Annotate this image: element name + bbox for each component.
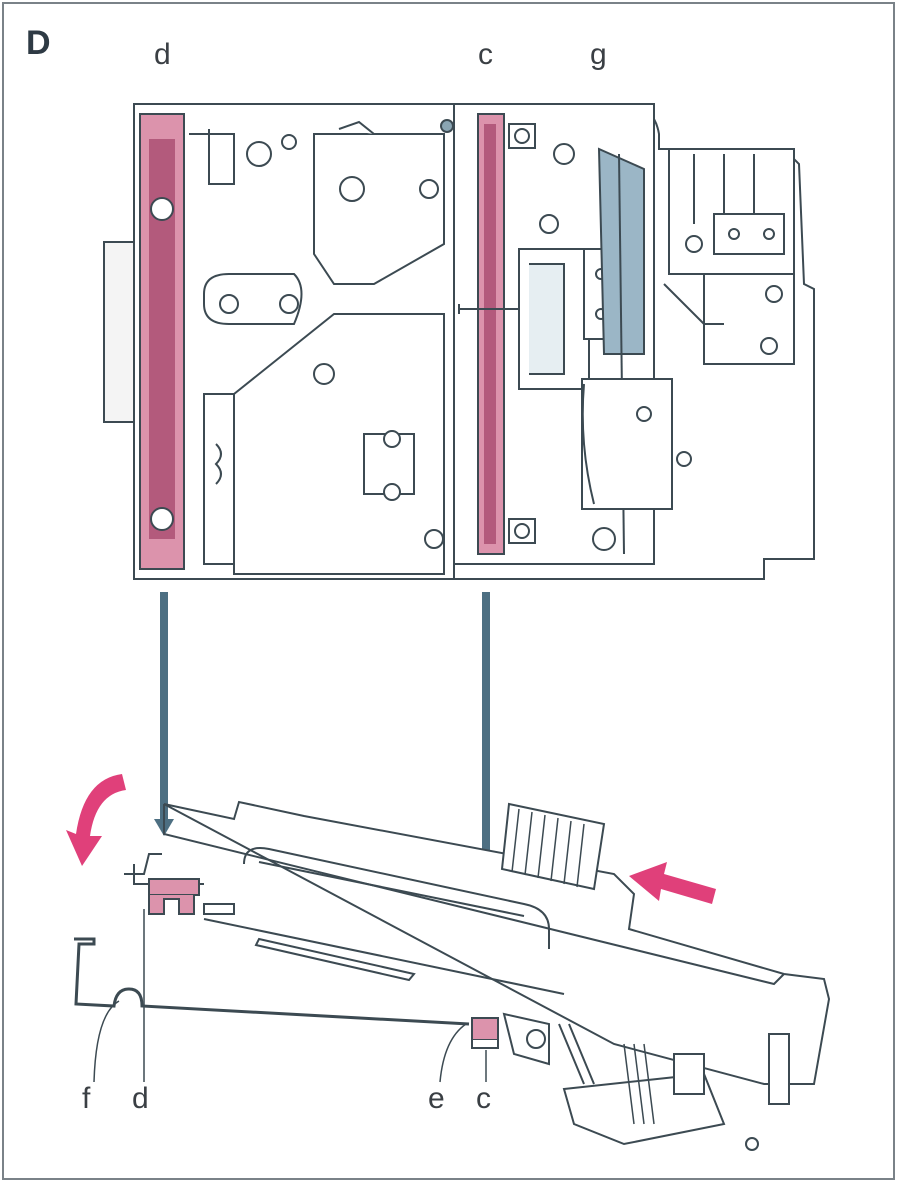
rotate-arrow <box>66 774 126 866</box>
arrow-c-shaft <box>482 592 490 898</box>
mechanism-diagram <box>66 103 831 1151</box>
base-profile <box>74 937 470 1026</box>
label-d-top: d <box>154 38 171 71</box>
top-view-assembly <box>103 103 815 580</box>
arrow-d-shaft <box>160 592 168 820</box>
block-c-side <box>471 1017 499 1041</box>
panel-label: D <box>26 24 51 62</box>
label-e-bottom: e <box>428 1082 445 1115</box>
plate-g <box>597 147 645 355</box>
label-f-bottom: f <box>82 1082 91 1115</box>
push-arrow <box>629 862 716 904</box>
motion-arrows <box>66 774 716 904</box>
knob <box>500 802 606 891</box>
side-view-assembly <box>74 800 831 1151</box>
label-c-bottom: c <box>476 1082 491 1115</box>
label-d-bottom: d <box>132 1082 149 1115</box>
label-g-top: g <box>590 38 607 71</box>
hook-d-side <box>148 878 200 896</box>
label-c-top: c <box>478 38 493 71</box>
